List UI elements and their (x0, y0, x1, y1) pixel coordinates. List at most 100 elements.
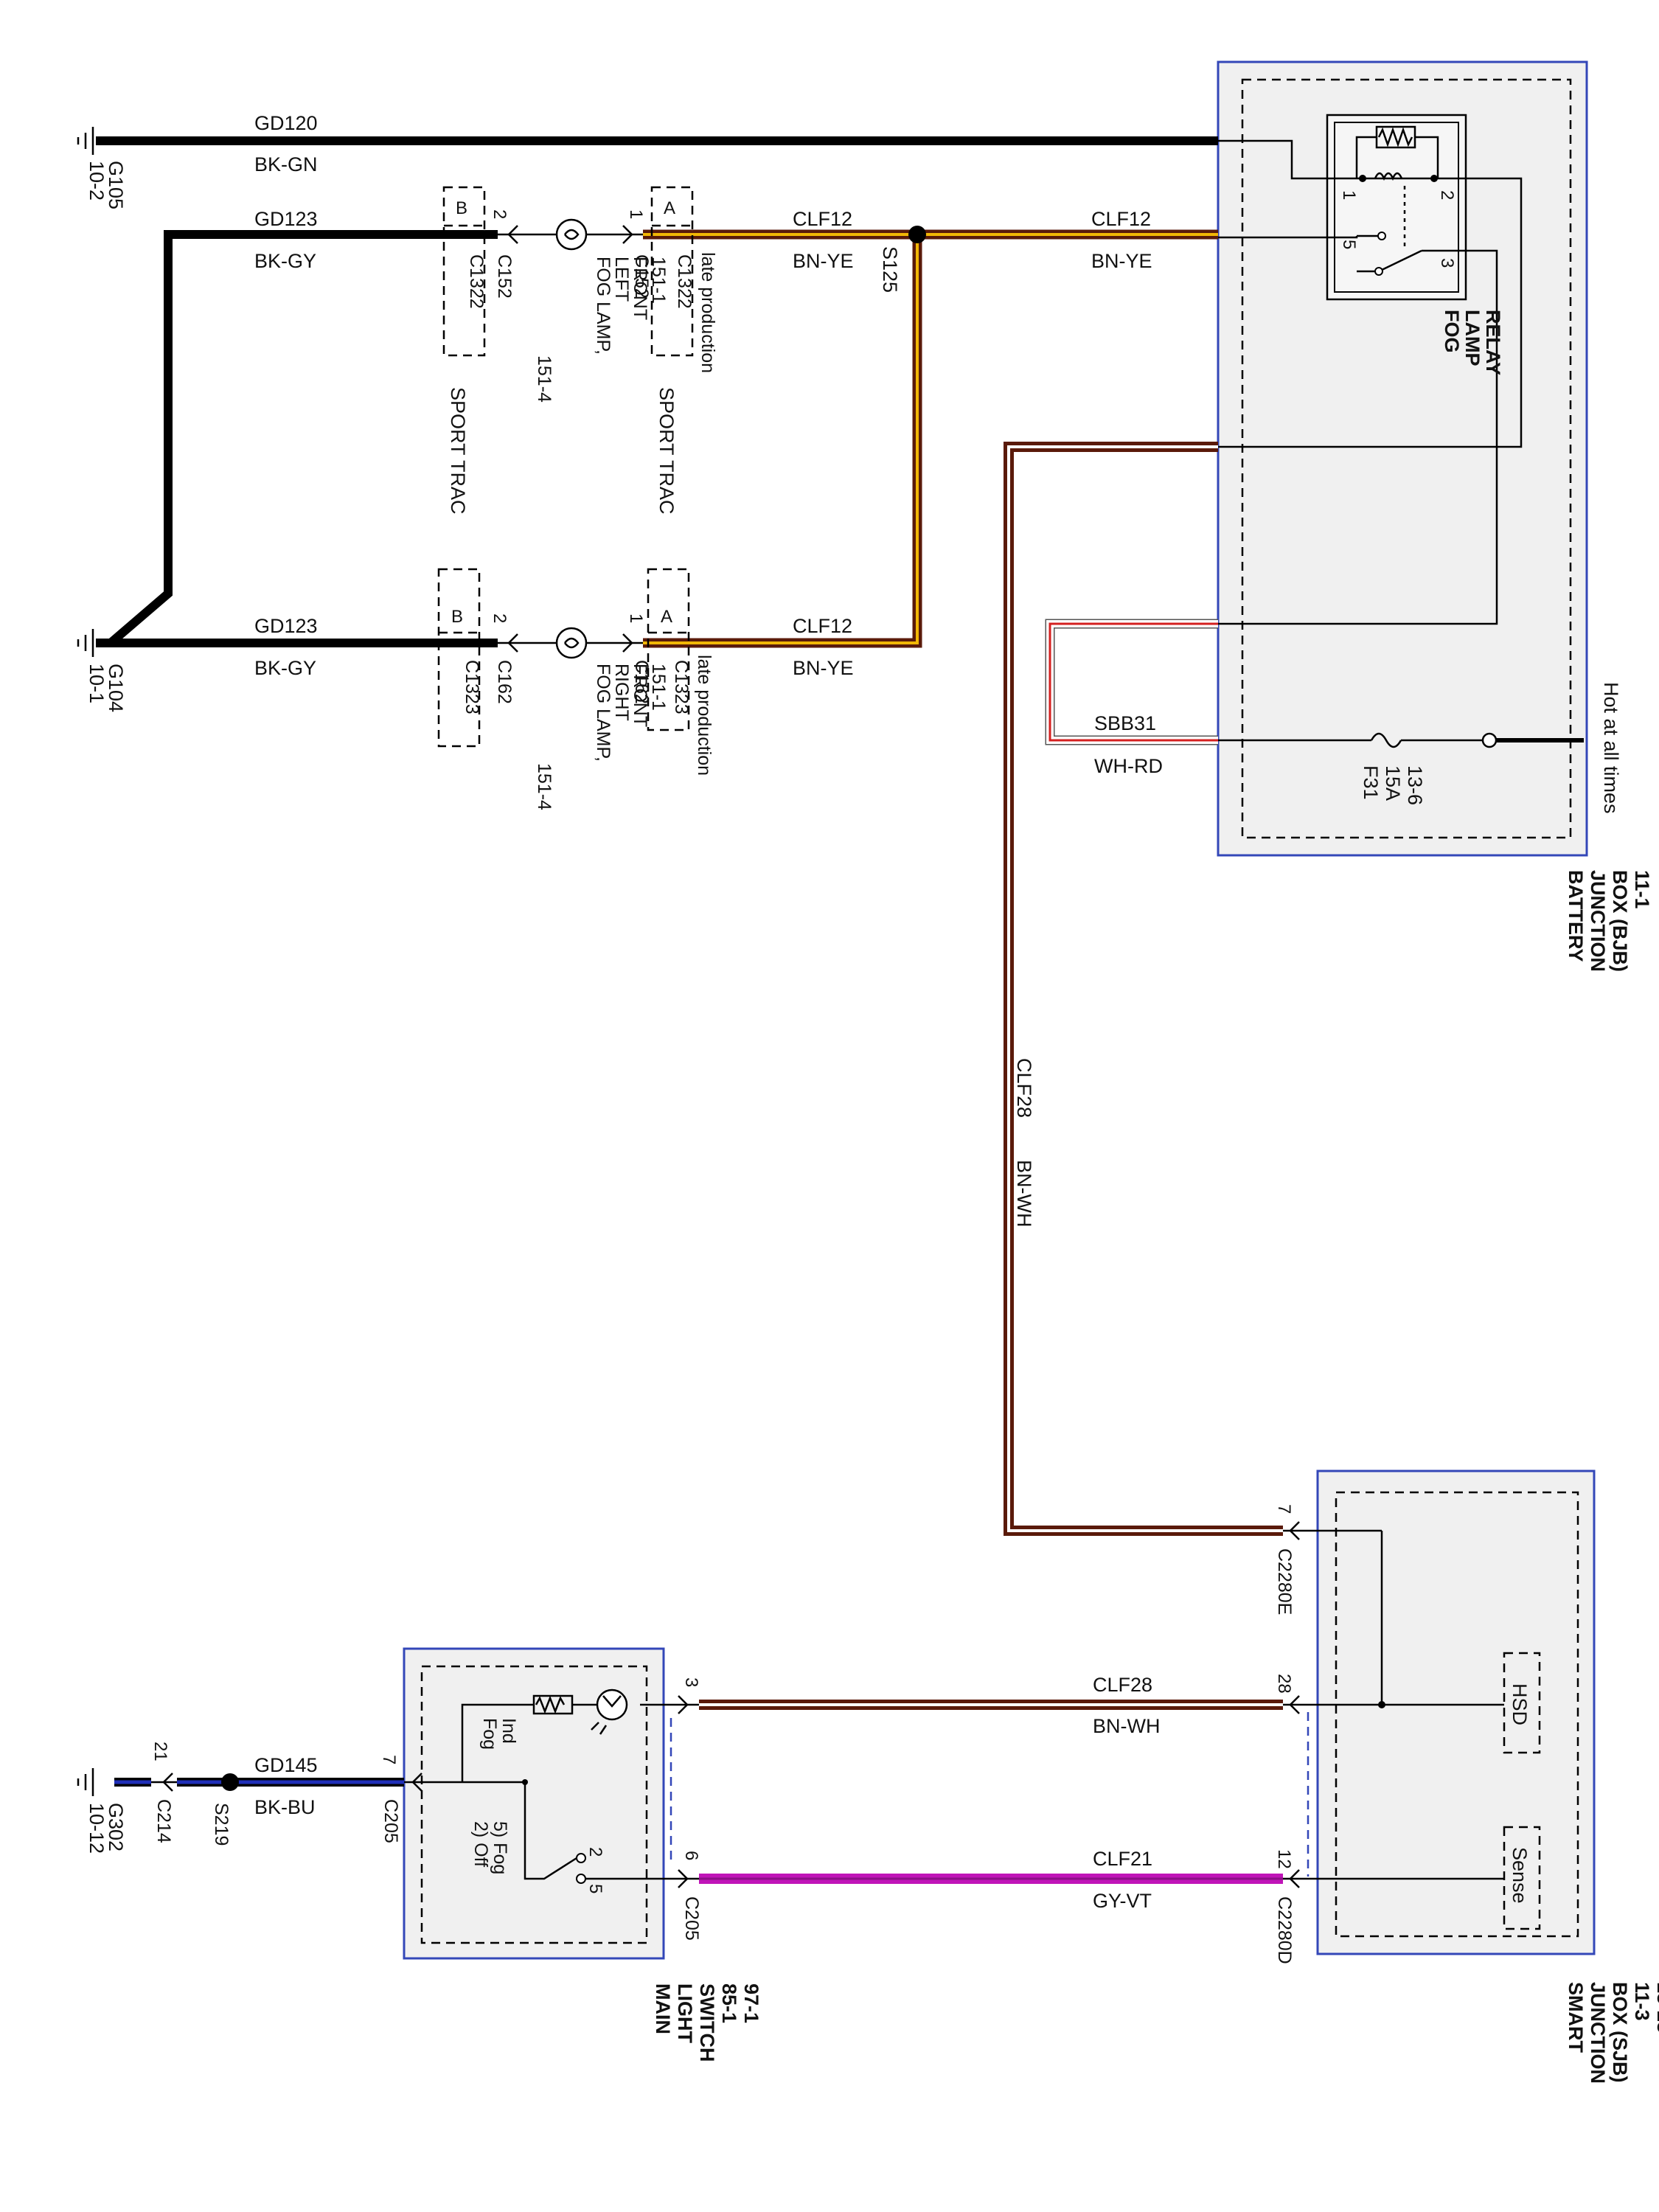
fog-lamp-relay-box (1326, 114, 1467, 301)
ground-g104-label: G104 10-1 (86, 664, 127, 718)
c205-pin7-arrow (411, 1773, 422, 1792)
c1323-a-housing (647, 568, 690, 731)
switch-blade (524, 1782, 577, 1880)
indicator-resistor-zigzag (535, 1695, 566, 1714)
fog-lamp-left: B A 2 1 C152 C152 C1322 C1322 FOG LAMP, … (442, 186, 718, 515)
sjb-pin-28: 28 (1274, 1674, 1294, 1694)
switch-pos-5: 5 (585, 1884, 605, 1893)
c214-label: C214 (153, 1799, 174, 1843)
relay-wire-pin5 (1218, 236, 1358, 239)
fog-lamp-left-ref: 151-4 (534, 355, 554, 403)
splice-s125 (908, 226, 926, 243)
wire-sbb31-circuit: SBB31 (1094, 712, 1156, 734)
bjb-inner-dashed (1241, 78, 1572, 839)
fuse-label: F31 15A 13-6 (1360, 765, 1426, 805)
relay-contact5 (1377, 232, 1386, 240)
wire-sbb31-stripe (1048, 622, 1218, 742)
c162-left-label: C162 (494, 660, 515, 704)
c1322-b-cavity: B (456, 198, 467, 218)
fog-lamp-relay-inner (1334, 122, 1459, 293)
relay-coil-lead (1355, 136, 1439, 178)
wire-clf12-lower-stripe (643, 234, 919, 644)
wire-clf28-vertical-stripe (1007, 445, 1283, 1532)
switch-pin7-junction (522, 1779, 528, 1785)
wire-gd123-lower-circuit: GD123 (254, 615, 318, 637)
c162-pin-1: 1 (626, 613, 646, 623)
switch-pin-7: 7 (379, 1755, 399, 1764)
wire-gd145-circuit: GD145 (254, 1754, 318, 1776)
sjb-hsd-label: HSD (1509, 1683, 1531, 1725)
sjb-c2280d-label: C2280D (1274, 1896, 1295, 1964)
clf12-wires: S125 CLF12 BN-YE CLF12 BN-YE CLF12 BN-YE (643, 208, 1218, 679)
sport-trac-label-1: SPORT TRAC (447, 387, 469, 515)
switch-c205-right: C205 (681, 1896, 702, 1941)
fog-lamp-right-bulb-icon (555, 627, 588, 659)
ground-g104-symbol (77, 629, 94, 657)
switch-contact-2 (576, 1853, 586, 1863)
wire-gd123-upper (108, 230, 498, 647)
c162-b-arrow (507, 633, 518, 653)
wire-clf21-color: GY-VT (1093, 1890, 1152, 1912)
c152-pin-1: 1 (626, 209, 646, 219)
relay-pin-2: 2 (1437, 190, 1457, 200)
sjb-pin-12: 12 (1274, 1849, 1294, 1869)
c1322-b-housing (442, 186, 486, 357)
fog-lamp-right-ref: 151-4 (534, 763, 554, 810)
clf28-wire-group: CLF28 BN-WH CLF28 BN-WH CLF21 GY-VT (699, 442, 1283, 1912)
wire-clf12-left-circuit: CLF12 (793, 208, 852, 230)
c1323-left-label: C1323 (462, 660, 482, 714)
splice-s219-label: S219 (211, 1803, 232, 1846)
fog-indicator-led-mark (602, 1695, 622, 1708)
fuse-f31-symbol (1370, 732, 1402, 748)
c162-pin-2: 2 (490, 613, 509, 623)
sjb-title: SMART JUNCTION BOX (SJB) 11-3 13-28 13-3… (1565, 1982, 1659, 2090)
c214-pin-21: 21 (150, 1742, 170, 1761)
c2280d-pin28-arrow (1289, 1695, 1300, 1714)
wire-gd123-lower-color: BK-GY (254, 657, 316, 679)
wire-clf28-vertical-label: CLF28 BN-WH (1013, 1058, 1035, 1227)
gd145-wire-group: GD145 BK-BU G302 10-12 21 C214 S219 (77, 1742, 404, 1857)
sjb-pin-7: 7 (1274, 1504, 1294, 1514)
c2280d-pin12-arrow (1289, 1869, 1300, 1888)
wire-clf28-bottom-color: BN-WH (1093, 1715, 1160, 1737)
c152-b-arrow (507, 225, 518, 244)
switch-contact-5 (576, 1874, 586, 1884)
c1322-right-label: C1322 (674, 254, 695, 309)
wire-sbb31-color: WH-RD (1094, 755, 1163, 777)
c1323-b-cavity: B (451, 607, 463, 627)
relay-pin1-dot (1359, 175, 1366, 182)
relay-pin-3: 3 (1437, 258, 1457, 268)
wire-clf28-bottom-circuit: CLF28 (1093, 1674, 1152, 1696)
smart-junction-box: HSD Sense 7 28 12 C2280E C2280D SMART JU… (1274, 1470, 1659, 2090)
c162-a-arrow (622, 633, 633, 653)
fog-lamp-left-name: FOG LAMP, LEFT FRONT 151-1 (593, 257, 669, 360)
bjb-title: BATTERY JUNCTION BOX (BJB) 11-1 (1565, 870, 1653, 978)
ground-g105-label: G105 10-2 (86, 161, 127, 215)
ind-fog-label: Ind Fog (479, 1718, 519, 1750)
fog-indicator-lamp-icon (596, 1688, 628, 1721)
relay-title: FOG LAMP RELAY (1441, 310, 1504, 375)
sjb-sense-label: Sense (1509, 1847, 1531, 1904)
wire-clf12-right-color: BN-YE (1091, 250, 1152, 272)
relay-pin2-dot (1430, 175, 1438, 182)
switch-pos-2: 2 (585, 1847, 605, 1857)
c152-a-arrow (622, 225, 633, 244)
ground-g105-group: GD120 BK-GN G105 10-2 (77, 112, 1218, 215)
switch-position-labels: 2) Off 5) Fog (470, 1821, 510, 1874)
fog-lamp-left-bulb-icon (555, 218, 588, 251)
battery-feed-terminal (1481, 732, 1498, 748)
fog-lamp-right-name: FOG LAMP, RIGHT FRONT 151-1 (593, 664, 669, 767)
c1322-left-label: C1322 (466, 254, 487, 309)
ground-g302-label: G302 10-12 (86, 1803, 127, 1857)
main-switch-title: MAIN LIGHT SWITCH 85-1 97-1 (652, 1983, 762, 2067)
relay-pin-5: 5 (1339, 240, 1359, 249)
sjb-hsd-box (1503, 1652, 1541, 1754)
sjb-inner-dashed (1335, 1491, 1579, 1938)
sbb31-wire-group: SBB31 WH-RD (1045, 619, 1218, 777)
c152-left-label: C152 (494, 254, 515, 299)
main-light-switch: Ind Fog 2 5 2) Off 5) Fog 3 6 7 C205 C20… (379, 1647, 762, 2067)
wire-gd120-circuit: GD120 (254, 112, 318, 134)
wire-gd123-upper-color: BK-GY (254, 250, 316, 272)
relay-switch-blade (1378, 249, 1422, 273)
